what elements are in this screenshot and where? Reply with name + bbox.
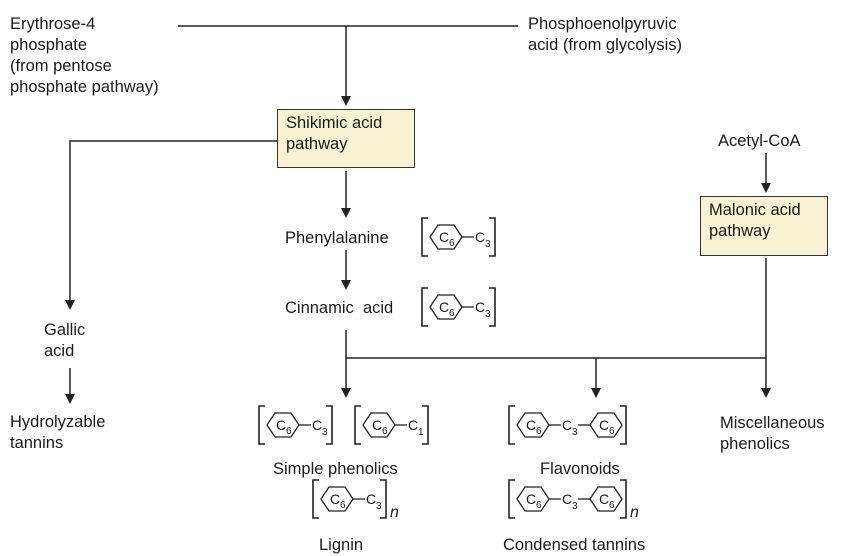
svg-text:C: C	[312, 417, 322, 433]
gallic-acid-label: Gallic acid	[44, 321, 86, 360]
cinnamic-acid-label: Cinnamic acid	[285, 299, 394, 317]
svg-text:3: 3	[485, 309, 491, 320]
lignin-label: Lignin	[319, 536, 364, 554]
svg-text:C: C	[599, 417, 609, 433]
left-bracket	[508, 479, 515, 519]
left-bracket	[421, 217, 428, 257]
svg-text:C: C	[475, 229, 485, 245]
pep-label: Phosphoenolpyruvic acid (from glycolysis…	[528, 15, 683, 54]
svg-text:6: 6	[536, 500, 542, 511]
left-bracket	[312, 479, 319, 519]
polymer-n-subscript: n	[390, 504, 399, 521]
connector-shikimic-gallic	[65, 140, 277, 310]
svg-text:C: C	[330, 491, 340, 507]
svg-text:3: 3	[485, 239, 491, 250]
svg-text:6: 6	[449, 308, 455, 319]
shikimic-acid-pathway-box: Shikimic acid pathway	[277, 109, 415, 168]
svg-text:C: C	[439, 299, 449, 315]
erythrose-label: Erythrose-4 phosphate (from pentose phos…	[10, 15, 159, 96]
svg-text:1: 1	[418, 427, 424, 438]
svg-text:C: C	[562, 417, 572, 433]
right-bracket	[422, 405, 429, 445]
svg-text:6: 6	[449, 238, 455, 249]
flavonoids-label: Flavonoids	[540, 460, 620, 478]
svg-text:C: C	[562, 491, 572, 507]
left-bracket	[258, 405, 265, 445]
condensed-tannins-label: Condensed tannins	[503, 536, 646, 554]
svg-text:6: 6	[536, 426, 542, 437]
svg-text:C: C	[599, 491, 609, 507]
left-bracket	[421, 287, 428, 327]
right-bracket	[380, 479, 387, 519]
right-bracket	[620, 479, 627, 519]
phenylalanine-label: Phenylalanine	[285, 229, 389, 247]
malonic-acid-pathway-box: Malonic acid pathway	[700, 196, 828, 256]
svg-text:C: C	[408, 417, 418, 433]
svg-text:3: 3	[322, 427, 328, 438]
polymer-n-subscript: n	[630, 504, 639, 521]
svg-text:C: C	[526, 491, 536, 507]
svg-text:6: 6	[382, 426, 388, 437]
right-bracket	[489, 217, 496, 257]
svg-text:C: C	[276, 417, 286, 433]
svg-text:C: C	[372, 417, 382, 433]
svg-text:6: 6	[609, 500, 615, 511]
acetyl-coa-label: Acetyl-CoA	[718, 132, 801, 150]
right-bracket	[489, 287, 496, 327]
svg-text:3: 3	[572, 427, 578, 438]
miscellaneous-phenolics-label: Miscellaneous phenolics	[720, 414, 825, 453]
svg-text:6: 6	[340, 500, 346, 511]
svg-text:C: C	[366, 491, 376, 507]
hydrolyzable-tannins-label: Hydrolyzable tannins	[10, 413, 106, 452]
svg-text:C: C	[526, 417, 536, 433]
svg-text:6: 6	[609, 426, 615, 437]
simple-phenolics-label: Simple phenolics	[273, 460, 398, 478]
left-bracket	[508, 405, 515, 445]
left-bracket	[354, 405, 361, 445]
right-bracket	[620, 405, 627, 445]
svg-text:C: C	[439, 229, 449, 245]
svg-text:6: 6	[286, 426, 292, 437]
right-bracket	[326, 405, 333, 445]
svg-text:3: 3	[572, 501, 578, 512]
svg-text:3: 3	[376, 501, 382, 512]
svg-text:C: C	[475, 299, 485, 315]
